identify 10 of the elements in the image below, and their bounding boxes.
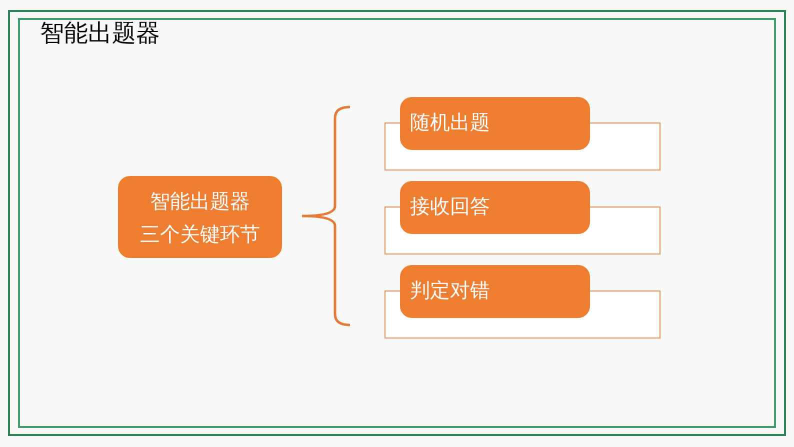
box-label: 三个关键环节 xyxy=(139,222,261,246)
box-label: 接收回答 xyxy=(410,194,490,218)
box-label: 判定对错 xyxy=(410,278,490,302)
topic-box xyxy=(118,176,282,258)
title: 智能出题器 xyxy=(40,19,160,47)
step-box xyxy=(400,97,590,150)
step-box xyxy=(400,265,590,318)
box-label: 随机出题 xyxy=(410,110,490,134)
step-box xyxy=(400,181,590,234)
box-label: 智能出题器 xyxy=(149,189,251,213)
